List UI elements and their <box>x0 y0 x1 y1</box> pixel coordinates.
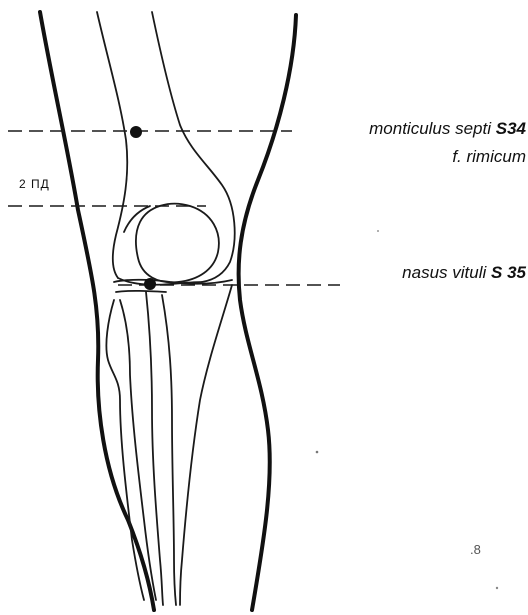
acupoint-s34-marker <box>130 126 142 138</box>
label-s35-name: nasus vituli <box>402 263 486 282</box>
label-s34-name: monticulus septi <box>369 119 491 138</box>
scan-speck <box>496 587 498 589</box>
patella <box>136 204 219 283</box>
tibia-right-edge <box>180 285 232 605</box>
scan-speck <box>316 451 319 454</box>
label-s34: monticulus septi S34 <box>369 119 526 139</box>
label-s35: nasus vituli S 35 <box>402 263 526 283</box>
label-s34-extra: f. rimicum <box>452 147 526 167</box>
label-s35-code: S 35 <box>491 263 526 282</box>
femur-right-edge <box>152 12 235 282</box>
femur-left-edge <box>97 12 127 278</box>
fibula-outer <box>106 300 144 600</box>
leg-outline-left <box>40 12 154 610</box>
leg-outline-right <box>239 15 296 610</box>
scan-speck <box>377 230 379 232</box>
label-s34-code: S34 <box>496 119 526 138</box>
corner-mark: .8 <box>470 542 481 557</box>
tibia-crest <box>162 295 176 605</box>
distance-label: 2 ПД <box>19 177 50 191</box>
tibia-plateau-lower <box>116 291 166 292</box>
acupoint-s35-marker <box>144 278 156 290</box>
